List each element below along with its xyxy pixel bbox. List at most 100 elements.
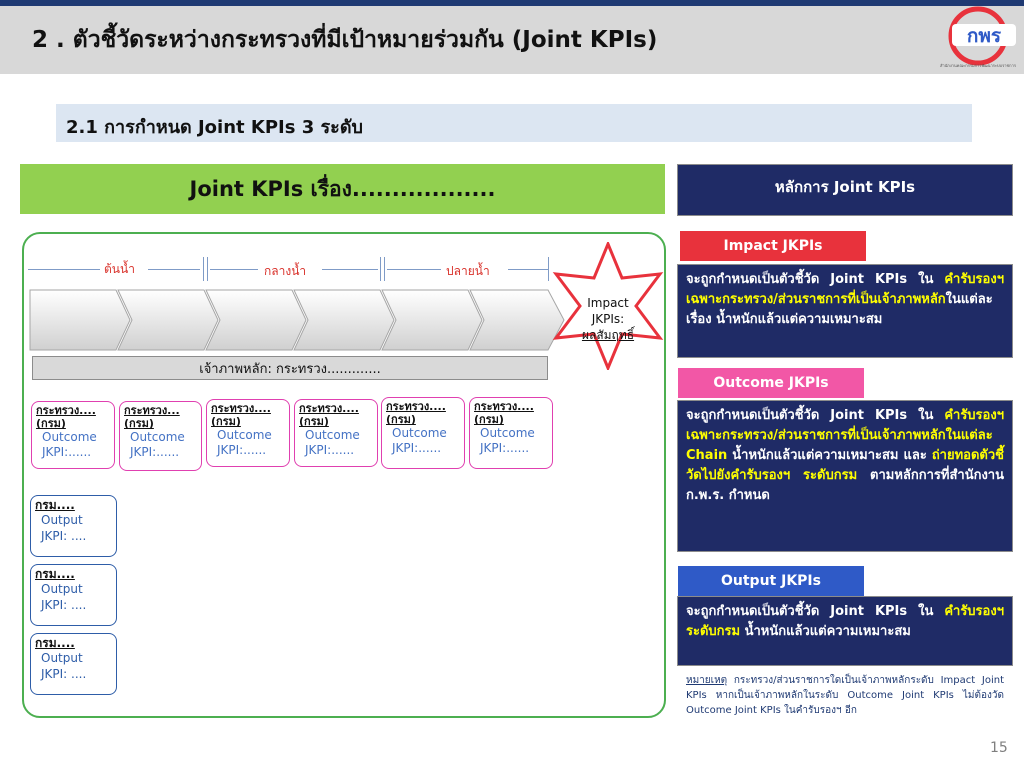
zone-separator <box>384 257 385 281</box>
output-tag-label: Output JKPIs <box>721 573 821 589</box>
zone-separator <box>380 257 381 281</box>
ministry-kpi-value: JKPI:...... <box>130 445 180 459</box>
impact-star-icon <box>552 242 664 370</box>
footnote-text: กระทรวง/ส่วนราชการใดเป็นเจ้าภาพหลักระดับ… <box>686 675 1004 716</box>
outcome-tag-label: Outcome JKPIs <box>713 375 829 391</box>
department-kpi-value: JKPI: .... <box>41 598 87 612</box>
ministry-kpi-type: Outcome <box>305 428 360 442</box>
zone-separator <box>548 257 549 281</box>
department-kpi-value: JKPI: .... <box>41 667 87 681</box>
zone-separator <box>203 257 204 281</box>
footnote: หมายเหตุ กระทรวง/ส่วนราชการใดเป็นเจ้าภาพ… <box>686 673 1004 718</box>
chevron-6 <box>469 289 565 351</box>
footnote-label: หมายเหตุ <box>686 675 728 686</box>
zone-label-upstream: ต้นน้ำ <box>104 262 135 276</box>
impact-description: จะถูกกำหนดเป็นตัวชี้วัด Joint KPIs ใน คำ… <box>677 264 1013 358</box>
ministry-kpi-type: Outcome <box>42 430 97 444</box>
chevron-4 <box>293 289 395 351</box>
output-desc-text-2: น้ำหนักแล้วแต่ความเหมาะสม <box>740 624 911 639</box>
zone-separator <box>207 257 208 281</box>
lead-ministry-text: เจ้าภาพหลัก: กระทรวง............. <box>199 361 381 377</box>
logo-subtitle: สำนักงานคณะกรรมการพัฒนาระบบราชการ <box>940 63 1017 68</box>
impact-desc-text-2: ในแต่ละเรื่อง น้ำหนักแล้วแต่ความเหมาะสม <box>686 292 993 327</box>
ministry-subtitle: (กรม) <box>36 417 66 430</box>
zone-line <box>322 269 378 270</box>
logo-text: กพร <box>967 25 1002 47</box>
ministry-kpi-type: Outcome <box>217 428 272 442</box>
ministry-subtitle: (กรม) <box>386 413 416 426</box>
ministry-kpi-value: JKPI:...... <box>42 445 92 459</box>
impact-line-1: Impact <box>587 296 629 310</box>
ministry-kpi-type: Outcome <box>480 426 535 440</box>
output-desc-text: จะถูกกำหนดเป็นตัวชี้วัด Joint KPIs ใน <box>686 604 945 619</box>
department-kpi-type: Output <box>41 651 83 665</box>
principles-header: หลักการ Joint KPIs <box>677 164 1013 216</box>
ministry-title: กระทรวง.... <box>299 402 359 415</box>
subheader-band <box>56 104 972 142</box>
department-title: กรม.... <box>35 498 75 512</box>
impact-desc-text: จะถูกกำหนดเป็นตัวชี้วัด Joint KPIs ใน <box>686 272 945 287</box>
joint-kpi-title-box: Joint KPIs เรื่อง.................. <box>20 164 665 214</box>
ministry-kpi-type: Outcome <box>130 430 185 444</box>
ministry-title: กระทรวง... <box>124 404 180 417</box>
chevron-5 <box>381 289 483 351</box>
subheader-title: 2.1 การกำหนด Joint KPIs 3 ระดับ <box>66 117 363 138</box>
ministry-title: กระทรวง.... <box>36 404 96 417</box>
impact-tag-label: Impact JKPIs <box>723 238 823 254</box>
lead-ministry-bar: เจ้าภาพหลัก: กระทรวง............. <box>32 356 548 380</box>
ministry-card-5: กระทรวง.... (กรม) Outcome JKPI:...... <box>381 397 465 469</box>
ministry-subtitle: (กรม) <box>211 415 241 428</box>
ministry-kpi-value: JKPI:...... <box>305 443 355 457</box>
department-card-3: กรม.... Output JKPI: .... <box>30 633 117 695</box>
ministry-subtitle: (กรม) <box>124 417 154 430</box>
department-card-2: กรม.... Output JKPI: .... <box>30 564 117 626</box>
department-kpi-value: JKPI: .... <box>41 529 87 543</box>
ministry-card-2: กระทรวง... (กรม) Outcome JKPI:...... <box>119 401 202 471</box>
zone-label-downstream: ปลายน้ำ <box>446 264 490 278</box>
outcome-desc-text-2: น้ำหนักแล้วแต่ความเหมาะสม และ <box>727 448 932 463</box>
top-accent-bar <box>0 0 1024 6</box>
zone-line <box>28 269 100 270</box>
zone-label-midstream: กลางน้ำ <box>264 264 307 278</box>
page-number: 15 <box>990 740 1008 756</box>
department-title: กรม.... <box>35 636 75 650</box>
ministry-card-1: กระทรวง.... (กรม) Outcome JKPI:...... <box>31 401 115 469</box>
department-title: กรม.... <box>35 567 75 581</box>
ministry-card-6: กระทรวง.... (กรม) Outcome JKPI:...... <box>469 397 553 469</box>
impact-line-3: ผลสัมฤทธิ์ <box>581 328 635 342</box>
outcome-desc-text-3: ตามหลักการที่สำนักงาน ก.พ.ร. กำหนด <box>686 468 1004 503</box>
value-chain-chevrons <box>29 289 565 351</box>
chevron-2 <box>117 289 219 351</box>
output-jkpi-tag: Output JKPIs <box>678 566 864 596</box>
department-kpi-type: Output <box>41 582 83 596</box>
joint-kpi-title: Joint KPIs เรื่อง.................. <box>189 176 496 201</box>
page-title: 2 . ตัวชี้วัดระหว่างกระทรวงที่มีเป้าหมาย… <box>32 27 658 53</box>
ministry-title: กระทรวง.... <box>386 400 446 413</box>
ministry-subtitle: (กรม) <box>474 413 504 426</box>
zone-line <box>387 269 441 270</box>
impact-jkpi-tag: Impact JKPIs <box>680 231 866 261</box>
zone-line <box>508 269 548 270</box>
opdc-logo: กพร สำนักงานคณะกรรมการพัฒนาระบบราชการ <box>940 6 1017 68</box>
flow-diagram-frame <box>22 232 666 718</box>
outcome-description: จะถูกกำหนดเป็นตัวชี้วัด Joint KPIs ใน คำ… <box>677 400 1013 552</box>
ministry-card-3: กระทรวง.... (กรม) Outcome JKPI:...... <box>206 399 290 467</box>
ministry-kpi-value: JKPI:...... <box>480 441 530 455</box>
ministry-title: กระทรวง.... <box>474 400 534 413</box>
outcome-desc-highlight-2: ถ่ายทอดตัวชี้วัดไปยังคำรับรองฯ ระดับกรม <box>686 448 1004 483</box>
zone-line <box>148 269 200 270</box>
output-description: จะถูกกำหนดเป็นตัวชี้วัด Joint KPIs ใน คำ… <box>677 596 1013 666</box>
outcome-jkpi-tag: Outcome JKPIs <box>678 368 864 398</box>
header-band <box>0 6 1024 74</box>
outcome-desc-text: จะถูกกำหนดเป็นตัวชี้วัด Joint KPIs ใน <box>686 408 945 423</box>
impact-desc-highlight: คำรับรองฯ เฉพาะกระทรวง/ส่วนราชการที่เป็น… <box>686 272 1004 307</box>
ministry-subtitle: (กรม) <box>299 415 329 428</box>
outcome-desc-highlight: คำรับรองฯ เฉพาะกระทรวง/ส่วนราชการที่เป็น… <box>686 408 1004 463</box>
impact-line-2: JKPIs: <box>591 312 625 326</box>
output-desc-highlight: คำรับรองฯ ระดับกรม <box>686 604 1004 639</box>
principles-title: หลักการ Joint KPIs <box>774 178 916 196</box>
department-card-1: กรม.... Output JKPI: .... <box>30 495 117 557</box>
ministry-kpi-value: JKPI:...... <box>217 443 267 457</box>
chevron-3 <box>205 289 307 351</box>
ministry-kpi-type: Outcome <box>392 426 447 440</box>
